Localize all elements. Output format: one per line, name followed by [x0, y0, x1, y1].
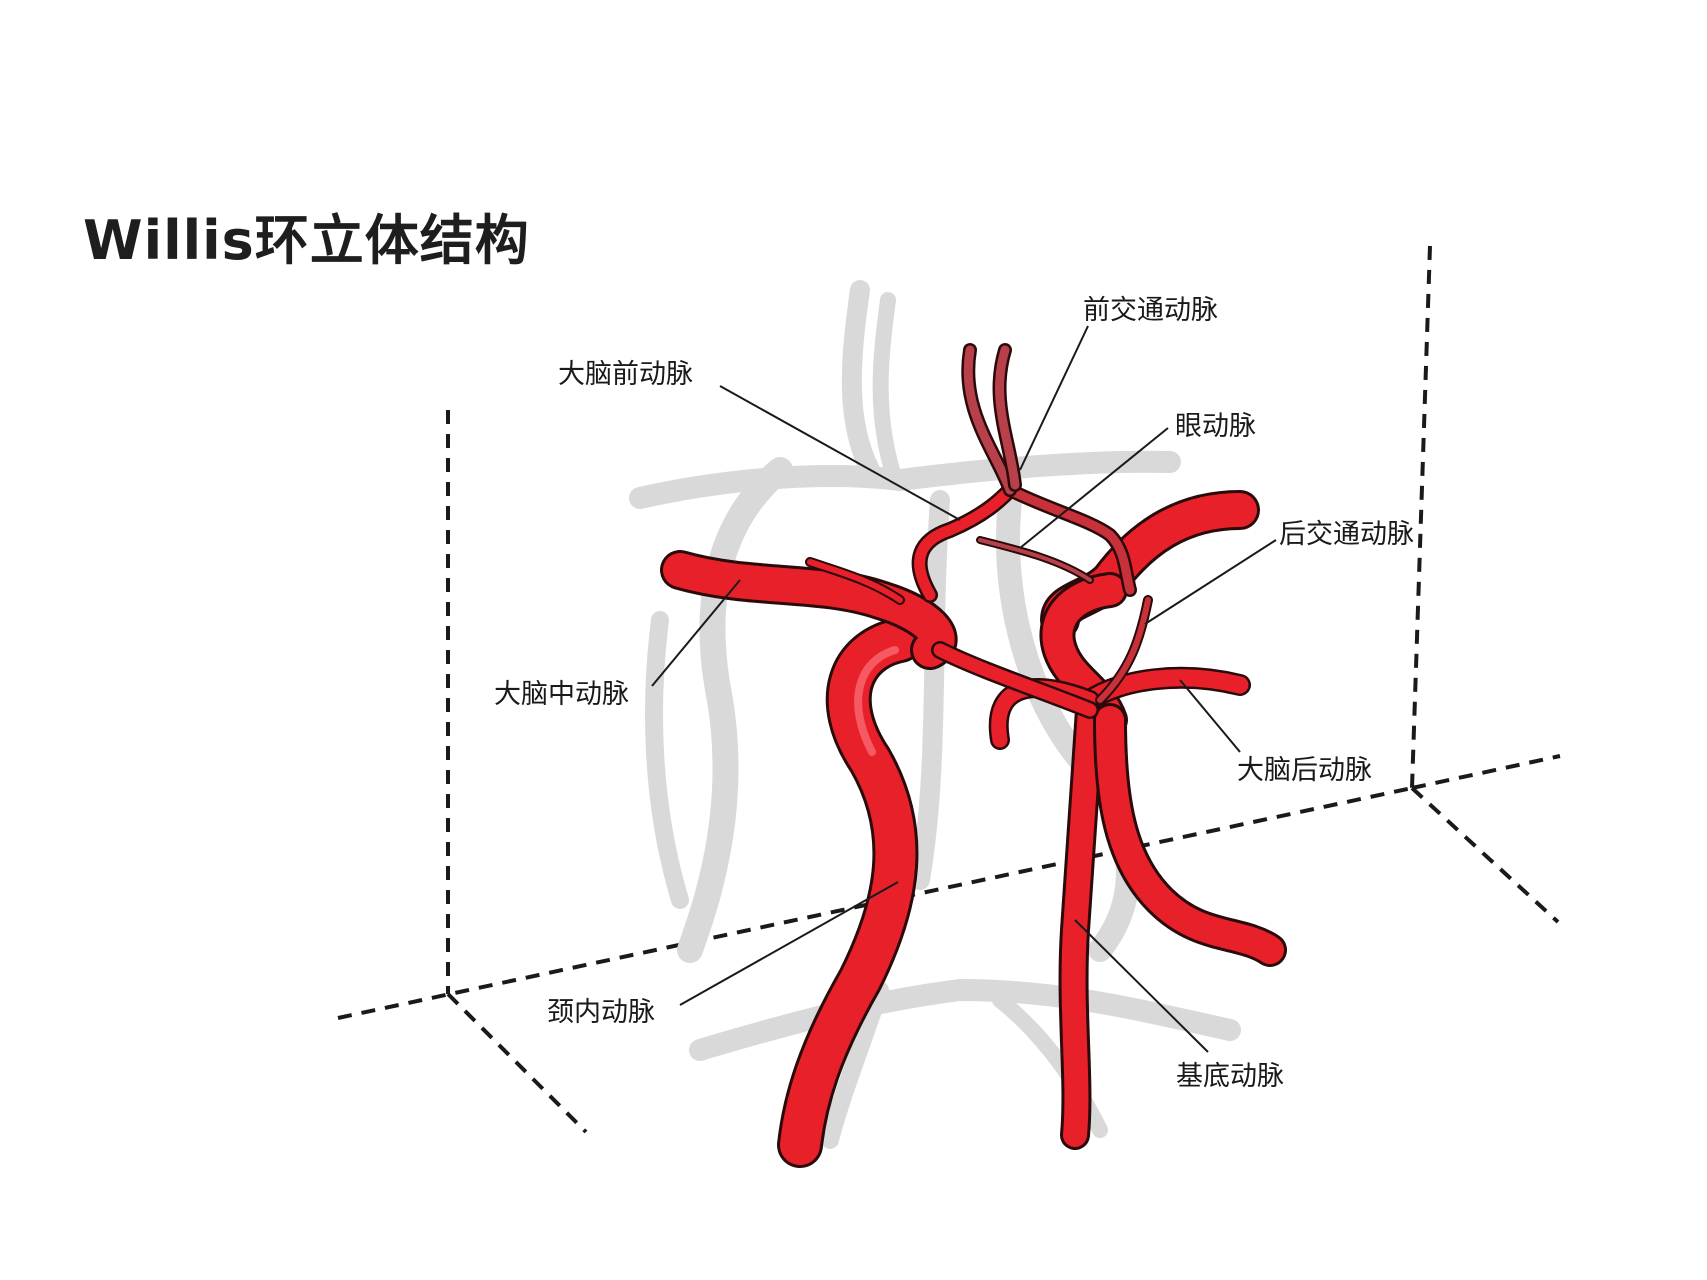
ophthalmic-artery	[976, 536, 1094, 584]
label-posterior-cerebral-artery: 大脑后动脉	[1237, 755, 1372, 786]
label-anterior-cerebral-artery: 大脑前动脉	[558, 359, 693, 390]
leader-lines	[651, 325, 1277, 1053]
left-depth-axis	[446, 992, 588, 1134]
right-horizontal-axis	[1411, 754, 1561, 790]
middle-cerebral-artery-left	[660, 550, 958, 670]
right-vertical-axis	[1410, 245, 1432, 789]
label-middle-cerebral-artery: 大脑中动脉	[494, 679, 629, 710]
leader-pca	[1179, 679, 1241, 753]
leader-mca	[651, 579, 741, 687]
axes	[337, 245, 1561, 1134]
label-anterior-communicating-artery: 前交通动脉	[1083, 295, 1218, 326]
label-posterior-communicating-artery: 后交通动脉	[1279, 519, 1414, 550]
leader-oa	[1019, 427, 1169, 549]
label-internal-carotid-artery: 颈内动脉	[547, 997, 655, 1028]
internal-carotid-artery-left	[777, 617, 923, 1168]
brain-shadow	[629, 280, 1241, 1149]
circle-of-willis-ring	[911, 482, 1153, 719]
right-depth-axis	[1410, 786, 1560, 924]
label-basilar-artery: 基底动脉	[1176, 1061, 1284, 1092]
basilar-artery	[1058, 695, 1105, 1150]
leader-aca	[719, 385, 961, 521]
leader-acoa	[1019, 325, 1089, 471]
label-ophthalmic-artery: 眼动脉	[1175, 411, 1256, 442]
anterior-cerebral-arteries	[961, 343, 1022, 497]
leader-ica	[679, 881, 899, 1006]
vertebral-artery-right	[1093, 703, 1287, 967]
leader-ba	[1074, 919, 1209, 1053]
leader-pcoa	[1144, 539, 1277, 625]
horizontal-axis	[337, 786, 1413, 1020]
arteries	[660, 343, 1287, 1168]
page-title: Willis环立体结构	[83, 209, 530, 272]
